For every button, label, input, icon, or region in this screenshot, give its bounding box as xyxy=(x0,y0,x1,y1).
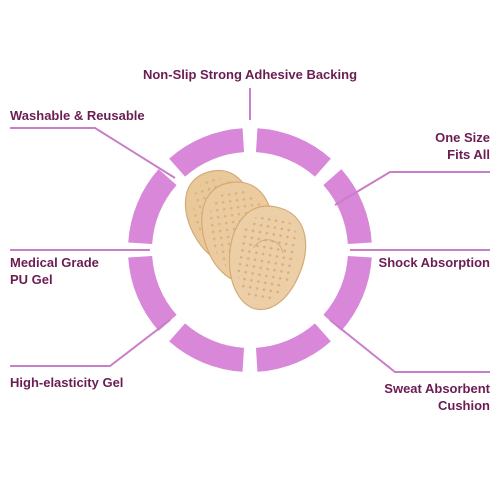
feature-label-medical-line2: PU Gel xyxy=(10,272,53,287)
feature-label-one-size: One Size Fits All xyxy=(435,129,490,163)
feature-label-elasticity: High-elasticity Gel xyxy=(10,375,124,390)
leader-line-one-size xyxy=(334,171,490,206)
feature-label-one-size-line2: Fits All xyxy=(447,147,490,162)
feature-label-one-size-line1: One Size xyxy=(435,130,490,145)
leader-line-washable xyxy=(10,127,176,179)
ring-segment xyxy=(169,128,245,177)
segmented-ring xyxy=(128,128,372,372)
leader-lines xyxy=(10,88,490,373)
ring-segment xyxy=(255,323,331,372)
gel-pad-front xyxy=(228,205,307,311)
feature-label-sweat: Sweat Absorbent Cushion xyxy=(384,380,490,414)
feature-label-medical: Medical Grade PU Gel xyxy=(10,254,99,288)
feature-label-shock: Shock Absorption xyxy=(378,255,490,270)
feature-label-sweat-line2: Cushion xyxy=(438,398,490,413)
ring-segment xyxy=(169,323,245,372)
feature-label-washable: Washable & Reusable xyxy=(10,108,145,123)
ring-segment xyxy=(255,128,331,177)
feature-label-adhesive: Non-Slip Strong Adhesive Backing xyxy=(142,67,358,82)
leader-line-elasticity xyxy=(10,319,171,367)
leader-line-sweat xyxy=(329,319,490,373)
ring-segment xyxy=(323,255,372,331)
feature-label-medical-line1: Medical Grade xyxy=(10,255,99,270)
forefoot-gel-pad-image xyxy=(184,169,307,311)
ring-segment xyxy=(128,255,177,331)
ring-segment xyxy=(128,169,177,245)
ring-segment xyxy=(323,169,372,245)
feature-label-sweat-line1: Sweat Absorbent xyxy=(384,381,490,396)
